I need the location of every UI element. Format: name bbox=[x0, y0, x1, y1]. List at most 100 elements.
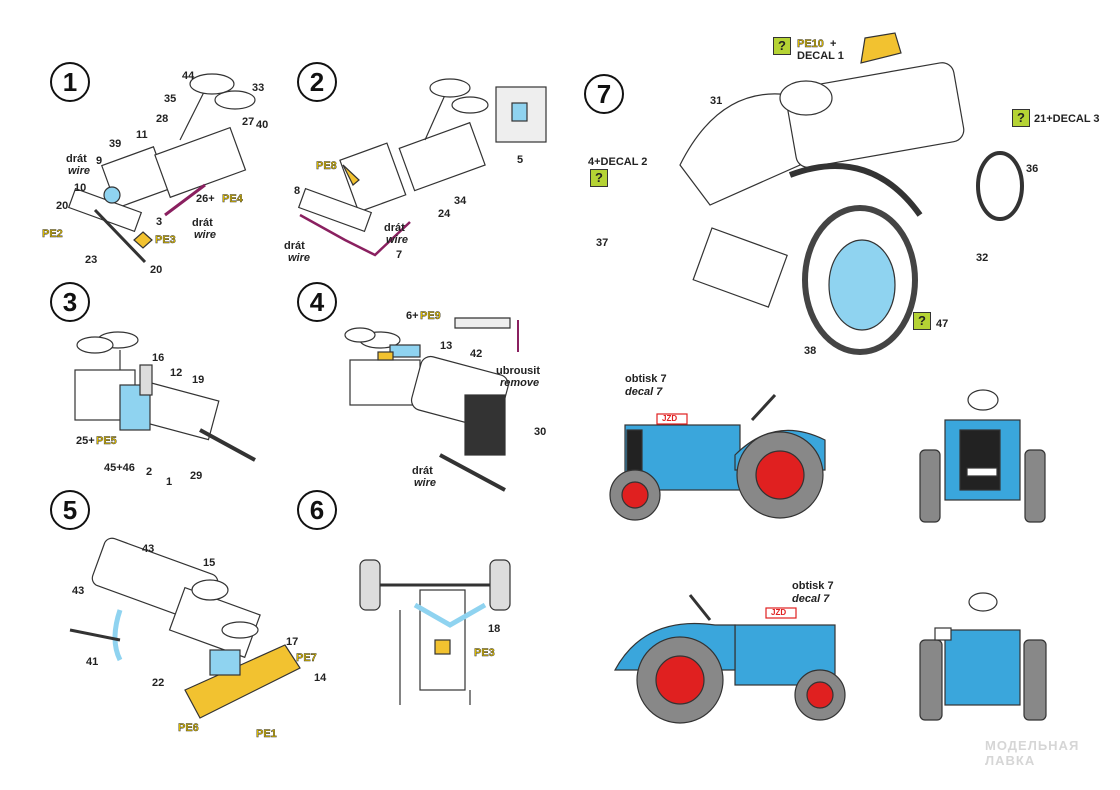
step5-drawing bbox=[69, 537, 301, 719]
part-label: 17 bbox=[286, 636, 299, 648]
step1-drawing bbox=[67, 73, 256, 264]
pe-label: PE6 bbox=[178, 722, 199, 734]
part-label: 45+46 bbox=[104, 462, 135, 474]
color-front-view bbox=[919, 389, 1046, 523]
wire-label-cz: drát bbox=[192, 217, 213, 229]
part-label: 35 bbox=[164, 93, 177, 105]
pe-label: PE7 bbox=[296, 652, 317, 664]
pe-label: PE10 bbox=[797, 38, 824, 50]
part-label: 34 bbox=[454, 195, 467, 207]
color-side-view-right bbox=[613, 594, 846, 724]
part-label: 24 bbox=[438, 208, 451, 220]
decal-label: DECAL 1 bbox=[797, 50, 844, 62]
step7-drawing bbox=[679, 32, 1024, 355]
part-label: 11 bbox=[136, 129, 148, 141]
part-label: 38 bbox=[804, 345, 817, 357]
decal-note-cz: obtisk 7 bbox=[792, 580, 834, 592]
color-side-view-left bbox=[609, 393, 826, 521]
part-label: 39 bbox=[109, 138, 122, 150]
wire-label-en: wire bbox=[194, 229, 217, 241]
step-number: 4 bbox=[297, 282, 337, 322]
part-label: 32 bbox=[976, 252, 989, 264]
part-label: 26+ bbox=[196, 193, 215, 205]
step-number: 1 bbox=[50, 62, 90, 102]
pe-label: PE1 bbox=[256, 728, 277, 740]
wire-label-en: wire bbox=[68, 165, 91, 177]
question-icon: ? bbox=[590, 169, 608, 187]
question-icon: ? bbox=[773, 37, 791, 55]
part-label: 44 bbox=[182, 70, 195, 82]
part-label: 42 bbox=[470, 348, 483, 360]
part-label: 7 bbox=[396, 249, 403, 261]
pe-label: PE9 bbox=[420, 310, 441, 322]
wire-label-cz: drát bbox=[384, 222, 405, 234]
pe-label: PE2 bbox=[42, 228, 63, 240]
wire-label-cz: drát bbox=[412, 465, 433, 477]
step-number: 6 bbox=[297, 490, 337, 530]
wire-label-cz: drát bbox=[66, 153, 87, 165]
decal-note-en: decal 7 bbox=[792, 593, 830, 605]
part-label: 13 bbox=[440, 340, 453, 352]
pe-label: PE5 bbox=[96, 435, 117, 447]
part-label: 28 bbox=[156, 113, 169, 125]
part-label: 12 bbox=[170, 367, 183, 379]
part-label: 6+ bbox=[406, 310, 419, 322]
part-label: 18 bbox=[488, 623, 501, 635]
decal-label: 4+DECAL 2 bbox=[588, 156, 648, 168]
decal-label: 21+DECAL 3 bbox=[1034, 113, 1100, 125]
part-label: 9 bbox=[96, 155, 103, 167]
watermark-line: ЛАВКА bbox=[985, 753, 1036, 768]
watermark: МОДЕЛЬНАЯ ЛАВКА bbox=[985, 738, 1079, 768]
part-label: 41 bbox=[86, 656, 99, 668]
step-number: 7 bbox=[584, 74, 624, 114]
part-label: 36 bbox=[1026, 163, 1039, 175]
step3-drawing bbox=[74, 331, 256, 462]
part-label: 14 bbox=[314, 672, 327, 684]
wire-label-en: wire bbox=[288, 252, 311, 264]
part-label: 47 bbox=[936, 318, 949, 330]
part-label: 1 bbox=[166, 476, 173, 488]
pe-label: PE3 bbox=[474, 647, 495, 659]
question-icon: ? bbox=[913, 312, 931, 330]
plate-text: JZD bbox=[771, 608, 787, 617]
pe-label: PE3 bbox=[155, 234, 176, 246]
part-label: 43 bbox=[72, 585, 85, 597]
remove-label-cz: ubrousit bbox=[496, 365, 540, 377]
step6-drawing bbox=[359, 559, 511, 705]
step-number: 3 bbox=[50, 282, 90, 322]
part-label: 25+ bbox=[76, 435, 95, 447]
wire-label-en: wire bbox=[386, 234, 409, 246]
step4-drawing bbox=[344, 317, 519, 492]
decal-note-en: decal 7 bbox=[625, 386, 663, 398]
part-label: 2 bbox=[146, 466, 153, 478]
remove-label-en: remove bbox=[500, 377, 540, 389]
part-label: 23 bbox=[85, 254, 98, 266]
watermark-line: МОДЕЛЬНАЯ bbox=[985, 738, 1080, 753]
part-label: 3 bbox=[156, 216, 163, 228]
question-icon: ? bbox=[1012, 109, 1030, 127]
part-label: 20 bbox=[56, 200, 69, 212]
part-label: 15 bbox=[203, 557, 216, 569]
part-label: 8 bbox=[294, 185, 301, 197]
wire-label-cz: drát bbox=[284, 240, 305, 252]
part-label: 33 bbox=[252, 82, 265, 94]
part-label: + bbox=[830, 38, 837, 50]
part-label: 40 bbox=[256, 119, 269, 131]
part-label: 10 bbox=[74, 182, 87, 194]
part-label: 16 bbox=[152, 352, 165, 364]
part-label: 5 bbox=[517, 154, 524, 166]
pe-label: PE8 bbox=[316, 160, 337, 172]
part-label: 30 bbox=[534, 426, 547, 438]
step-number: 2 bbox=[297, 62, 337, 102]
part-label: 19 bbox=[192, 374, 205, 386]
part-label: 29 bbox=[190, 470, 203, 482]
step2-drawing bbox=[297, 78, 547, 257]
part-label: 31 bbox=[710, 95, 723, 107]
part-label: 37 bbox=[596, 237, 609, 249]
wire-label-en: wire bbox=[414, 477, 437, 489]
part-label: 27 bbox=[242, 116, 255, 128]
part-label: 20 bbox=[150, 264, 163, 276]
step-number: 5 bbox=[50, 490, 90, 530]
